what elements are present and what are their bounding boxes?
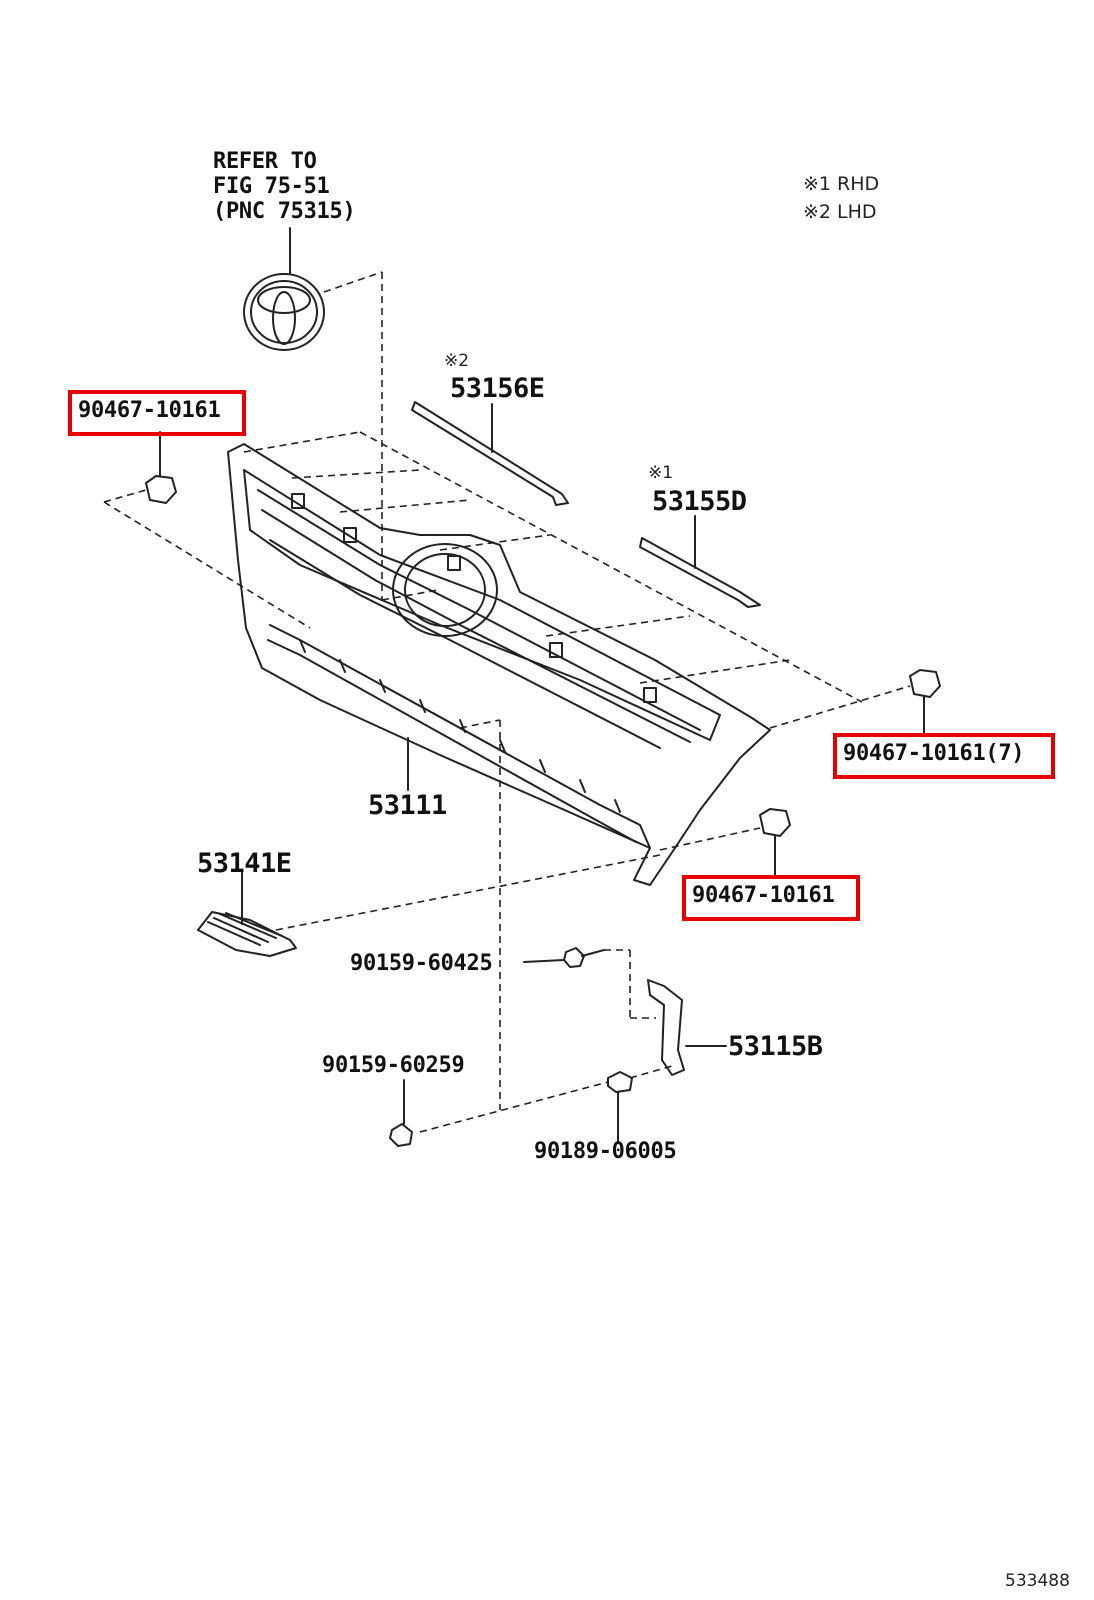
highlight-clip-left[interactable]: 90467-10161	[68, 390, 246, 436]
refer-to-line2: FIG 75-51	[213, 174, 330, 199]
label-53155d: 53155D	[652, 486, 747, 517]
legend-lhd: ※2 LHD	[803, 201, 877, 223]
molding-53156e-part	[411, 401, 569, 506]
assembly-guide-lines	[103, 271, 911, 1133]
label-90159-60259: 90159-60259	[322, 1053, 465, 1078]
toyota-emblem-icon	[243, 227, 325, 351]
highlight-clip-right[interactable]: 90467-10161(7)	[833, 733, 1055, 779]
label-clip-right: 90467-10161(7)	[843, 741, 1025, 766]
bracket-53115b-part	[647, 979, 727, 1076]
label-53156e: 53156E	[450, 373, 545, 404]
molding-53155d-part	[639, 515, 761, 608]
legend-rhd: ※1 RHD	[803, 173, 880, 195]
screw-90189-06005-icon	[607, 1071, 633, 1143]
label-clip-lower: 90467-10161	[692, 883, 835, 908]
label-53115b: 53115B	[728, 1031, 823, 1062]
radiator-grille-part	[227, 443, 771, 886]
clip-right-icon	[909, 669, 941, 737]
label-53111: 53111	[368, 790, 447, 821]
highlight-clip-lower[interactable]: 90467-10161	[682, 875, 860, 921]
figure-id: 533488	[1005, 1571, 1070, 1591]
mark-rhd: ※1	[648, 463, 674, 483]
clip-left-icon	[145, 431, 177, 504]
bolt-90159-60259-icon	[389, 1079, 413, 1147]
label-90159-60425: 90159-60425	[350, 951, 493, 976]
label-90189-06005: 90189-06005	[534, 1139, 677, 1164]
bolt-90159-60425-icon	[523, 947, 605, 968]
clip-lower-icon	[759, 808, 791, 876]
label-clip-left: 90467-10161	[78, 398, 221, 423]
label-53141e: 53141E	[197, 848, 292, 879]
refer-to-line1: REFER TO	[213, 149, 317, 174]
mark-lhd: ※2	[444, 351, 470, 371]
sub-grille-53141e-part	[197, 871, 297, 957]
refer-to-line3: (PNC 75315)	[213, 199, 356, 224]
